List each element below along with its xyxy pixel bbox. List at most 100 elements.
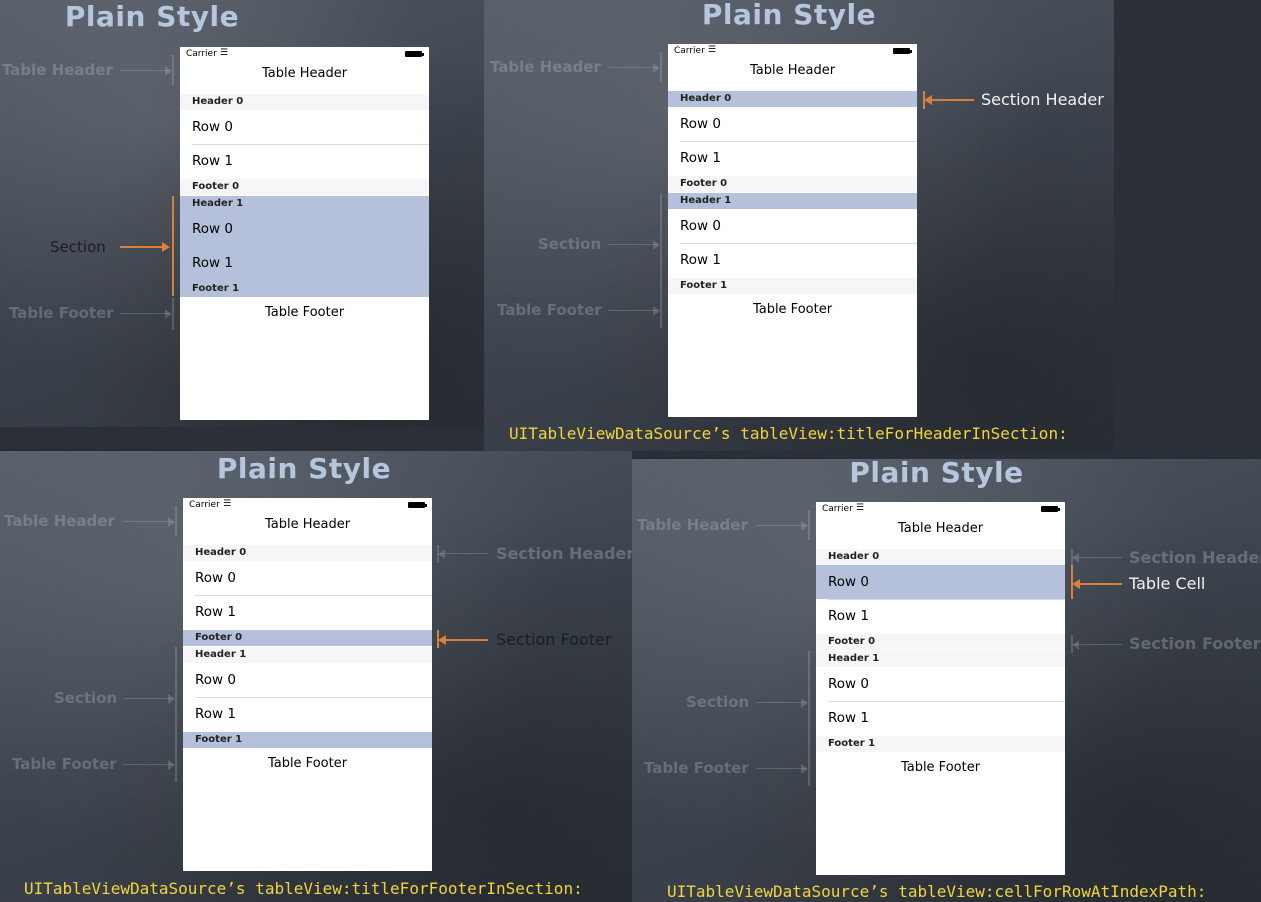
slide-title: Plain Style: [64, 0, 240, 33]
slide-title: Plain Style: [701, 0, 877, 31]
annotation-section-footer: Section Footer: [1129, 634, 1261, 653]
carrier-label: Carrier: [822, 504, 853, 514]
caption-method: UITableViewDataSource’s tableView:cellFo…: [667, 882, 1207, 901]
annotation-table-cell: Table Cell: [1129, 574, 1206, 593]
carrier-label: Carrier: [189, 500, 220, 510]
table-cell[interactable]: Row 0: [816, 565, 1065, 599]
bracket-line: [175, 647, 177, 782]
annotation-section-header: Section Header: [1129, 548, 1261, 567]
annotation-table-header: Table Header: [637, 516, 748, 534]
section-footer: Footer 0: [668, 176, 917, 192]
annotation-section-header: Section Header: [981, 90, 1104, 109]
battery-icon: [1041, 506, 1060, 512]
bracket-line: [172, 55, 174, 85]
row-separator: [680, 141, 917, 142]
bracket-line: [175, 506, 177, 536]
table-cell[interactable]: Row 0: [192, 119, 233, 135]
table-cell[interactable]: Row 1: [195, 604, 236, 620]
table-footer: Table Footer: [267, 756, 348, 771]
section-footer: Footer 1: [183, 732, 432, 748]
section-header: Header 0: [816, 549, 1065, 565]
phone-screen: Carrier ☰ Table Header Header 0 Row 0 Ro…: [180, 47, 429, 420]
table-cell[interactable]: Row 1: [828, 608, 869, 624]
annotation-section-header: Section Header: [496, 544, 632, 563]
row-separator: [680, 243, 917, 244]
battery-icon: [405, 51, 424, 57]
table-cell[interactable]: Row 1: [195, 706, 236, 722]
table-header: Table Header: [261, 66, 348, 81]
table-cell[interactable]: Row 1: [180, 246, 429, 280]
wifi-icon: ☰: [856, 503, 865, 513]
status-bar: Carrier ☰: [816, 502, 1065, 516]
annotation-section: Section: [538, 235, 602, 253]
section-footer: Footer 1: [180, 281, 429, 297]
annotation-table-footer: Table Footer: [12, 755, 117, 773]
section-footer: Footer 0: [180, 179, 429, 195]
phone-screen: Carrier ☰ Table Header Header 0 Row 0 Ro…: [816, 502, 1065, 875]
battery-icon: [893, 48, 912, 54]
bracket-line: [660, 52, 662, 82]
section-footer: Footer 0: [816, 634, 1065, 650]
table-footer: Table Footer: [752, 302, 833, 317]
slide-panel-section: Plain Style Carrier ☰ Table Header Heade…: [0, 0, 484, 427]
battery-icon: [408, 502, 427, 508]
table-footer: Table Footer: [264, 305, 345, 320]
carrier-label: Carrier: [674, 46, 705, 56]
phone-screen: Carrier ☰ Table Header Header 0 Row 0 Ro…: [668, 44, 917, 417]
row-separator: [828, 701, 1065, 702]
section-header: Header 1: [816, 651, 1065, 667]
bracket-line: [172, 196, 174, 296]
annotation-table-header: Table Header: [4, 512, 115, 530]
slide-panel-table-cell: Plain Style Carrier ☰ Table Header Heade…: [632, 459, 1261, 902]
annotation-table-footer: Table Footer: [9, 304, 114, 322]
table-cell[interactable]: Row 1: [828, 710, 869, 726]
row-separator: [195, 697, 432, 698]
section-footer: Footer 1: [816, 736, 1065, 752]
row-separator: [192, 144, 429, 145]
bracket-line: [660, 193, 662, 328]
table-footer: Table Footer: [900, 760, 981, 775]
annotation-section-footer: Section Footer: [496, 630, 612, 649]
table-cell[interactable]: Row 0: [195, 672, 236, 688]
annotation-table-footer: Table Footer: [497, 301, 602, 319]
annotation-table-header: Table Header: [490, 58, 601, 76]
wifi-icon: ☰: [708, 45, 717, 55]
table-cell[interactable]: Row 0: [828, 676, 869, 692]
section-footer: Footer 0: [183, 630, 432, 646]
slide-title: Plain Style: [216, 452, 392, 485]
annotation-section: Section: [50, 238, 106, 256]
phone-screen: Carrier ☰ Table Header Header 0 Row 0 Ro…: [183, 498, 432, 871]
table-cell[interactable]: Row 1: [680, 252, 721, 268]
status-bar: Carrier ☰: [668, 44, 917, 58]
row-separator: [828, 599, 1065, 600]
table-header: Table Header: [749, 63, 836, 78]
table-header: Table Header: [897, 521, 984, 536]
table-cell[interactable]: Row 1: [680, 150, 721, 166]
table-cell[interactable]: Row 0: [680, 116, 721, 132]
carrier-label: Carrier: [186, 49, 217, 59]
bracket-line: [808, 510, 810, 540]
slide-panel-section-footer: Plain Style Carrier ☰ Table Header Heade…: [0, 451, 632, 902]
annotation-section: Section: [686, 693, 750, 711]
table-cell[interactable]: Row 1: [192, 153, 233, 169]
status-bar: Carrier ☰: [180, 47, 429, 61]
status-bar: Carrier ☰: [183, 498, 432, 512]
table-header: Table Header: [264, 517, 351, 532]
table-cell[interactable]: Row 0: [180, 212, 429, 246]
section-header: Header 1: [183, 647, 432, 663]
section-header: Header 1: [180, 196, 429, 212]
section-header: Header 0: [183, 545, 432, 561]
annotation-table-footer: Table Footer: [644, 759, 749, 777]
section-header: Header 1: [668, 193, 917, 209]
bracket-line: [808, 651, 810, 786]
section-header: Header 0: [180, 94, 429, 110]
section-footer: Footer 1: [668, 278, 917, 294]
row-separator: [195, 595, 432, 596]
annotation-table-header: Table Header: [2, 61, 113, 79]
table-cell[interactable]: Row 0: [195, 570, 236, 586]
table-cell[interactable]: Row 0: [680, 218, 721, 234]
wifi-icon: ☰: [223, 499, 232, 509]
caption-method: UITableViewDataSource’s tableView:titleF…: [24, 879, 583, 898]
slide-panel-section-header: Plain Style Carrier ☰ Table Header Heade…: [484, 0, 1114, 451]
bracket-line: [1071, 635, 1073, 653]
